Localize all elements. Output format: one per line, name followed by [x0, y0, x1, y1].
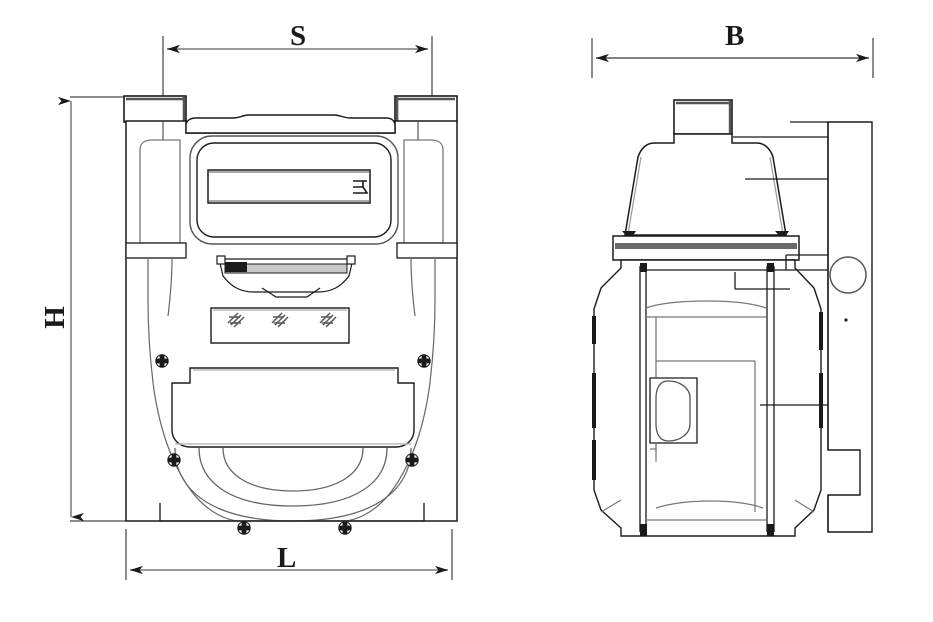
side-view: [591, 38, 874, 537]
side-internal-panels: [645, 300, 767, 512]
index-digits-row-highlight: [209, 171, 369, 202]
side-lower-detail: [600, 499, 815, 521]
screw-mid-left: [167, 453, 181, 467]
side-inner-boss-rounded: [655, 380, 691, 442]
side-inner-chamber-caps: [640, 263, 774, 536]
lower-housing-highlight: [175, 369, 411, 445]
side-right-notches: [819, 312, 823, 428]
front-sidewall-curves: [147, 257, 436, 522]
side-view-extension-lines: [591, 38, 874, 78]
side-top-stub: [673, 99, 733, 135]
side-top-stub-shadow: [676, 101, 732, 133]
screw-bottom-left: [237, 521, 251, 535]
screw-mid-right: [405, 453, 419, 467]
dimension-label-h: H: [38, 306, 71, 329]
side-left-notches: [592, 316, 596, 480]
side-inner-chamber: [639, 266, 775, 532]
clip-bracket-bar: [216, 255, 356, 274]
index-marker-icon: [353, 180, 369, 194]
inlet-port-right-shadow: [395, 97, 455, 121]
front-casing-top: [185, 114, 396, 134]
side-rear-panel: [827, 121, 873, 533]
inlet-port-left-shadow: [126, 97, 186, 121]
side-dome: [624, 133, 787, 236]
dimension-label-s: S: [290, 20, 307, 52]
side-flange-plate-band: [615, 243, 797, 249]
dot-detail-icon: [844, 318, 848, 322]
front-rail-detail-lines: [162, 122, 419, 140]
inlet-port-left: [123, 95, 187, 123]
screw-bottom-right: [338, 521, 352, 535]
inlet-port-right: [394, 95, 458, 123]
front-view: [58, 36, 458, 580]
screw-upper-left: [155, 354, 169, 368]
dimension-label-b: B: [725, 20, 745, 52]
index-digits-row: [207, 169, 371, 204]
front-base-rim: [159, 503, 425, 522]
lower-housing-panel: [171, 367, 415, 448]
side-dome-shading: [627, 156, 784, 235]
circle-detail-icon: [829, 256, 867, 294]
front-mid-band: [125, 242, 458, 259]
dimension-label-l: L: [277, 542, 297, 574]
side-rear-panel-steps: [640, 121, 828, 290]
screw-upper-right: [417, 354, 431, 368]
side-inner-boss-stem: [650, 443, 657, 462]
clip-bracket-notch: [261, 287, 321, 298]
side-body-outline: [593, 259, 822, 537]
